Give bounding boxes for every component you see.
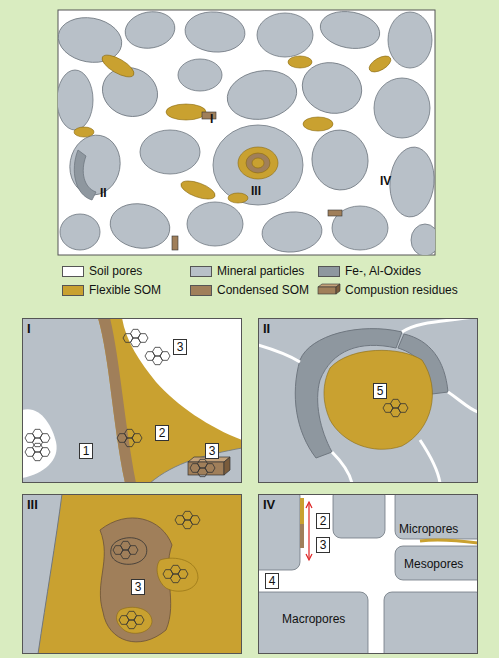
brick-swatch [318, 284, 340, 294]
callout-box: 3 [316, 537, 330, 553]
legend-swatch [190, 266, 212, 277]
legend-text: Compustion residues [345, 283, 458, 297]
callout-box: 3 [173, 339, 187, 355]
legend-text: Mineral particles [217, 264, 304, 278]
callout-box: 4 [265, 573, 279, 589]
panel-number: II [263, 321, 270, 336]
legend-swatch [190, 285, 212, 296]
callout-number: 5 [377, 384, 384, 398]
legend-swatch [62, 266, 84, 277]
region-marker: II [100, 186, 107, 200]
callout-box: 3 [205, 443, 219, 459]
pore-label: Macropores [282, 612, 345, 626]
detail-panel: I 1 2 3 3 [22, 318, 242, 483]
callout-number: 3 [135, 580, 142, 594]
callout-number: 4 [269, 574, 276, 588]
legend-text: Soil pores [89, 264, 142, 278]
callout-box: 5 [373, 383, 387, 399]
region-marker: III [251, 184, 261, 198]
callout-box: 2 [155, 425, 169, 441]
region-marker: I [210, 112, 213, 126]
detail-panel: II 5 [258, 318, 478, 483]
panel-number: III [27, 497, 38, 512]
legend-text: Flexible SOM [89, 283, 161, 297]
region-marker: IV [380, 174, 391, 188]
legend-text: Fe-, Al-Oxides [345, 264, 421, 278]
detail-panel: III 3 [22, 494, 242, 654]
callout-number: 2 [159, 426, 166, 440]
callout-number: 3 [320, 538, 327, 552]
callout-box: 2 [316, 513, 330, 529]
pore-label: Mesopores [404, 557, 463, 571]
panel-number: I [27, 321, 31, 336]
detail-panel: IV 2 3 4 [258, 494, 478, 654]
callout-number: 1 [83, 444, 90, 458]
legend-swatch [318, 266, 340, 277]
legend-swatch [62, 285, 84, 296]
panel-number: IV [263, 497, 275, 512]
callout-number: 3 [177, 340, 184, 354]
callout-number: 3 [209, 444, 216, 458]
callout-box: 1 [79, 443, 93, 459]
legend-text: Condensed SOM [217, 283, 309, 297]
pore-label: Micropores [399, 522, 458, 536]
callout-number: 2 [320, 514, 327, 528]
callout-box: 3 [131, 579, 145, 595]
